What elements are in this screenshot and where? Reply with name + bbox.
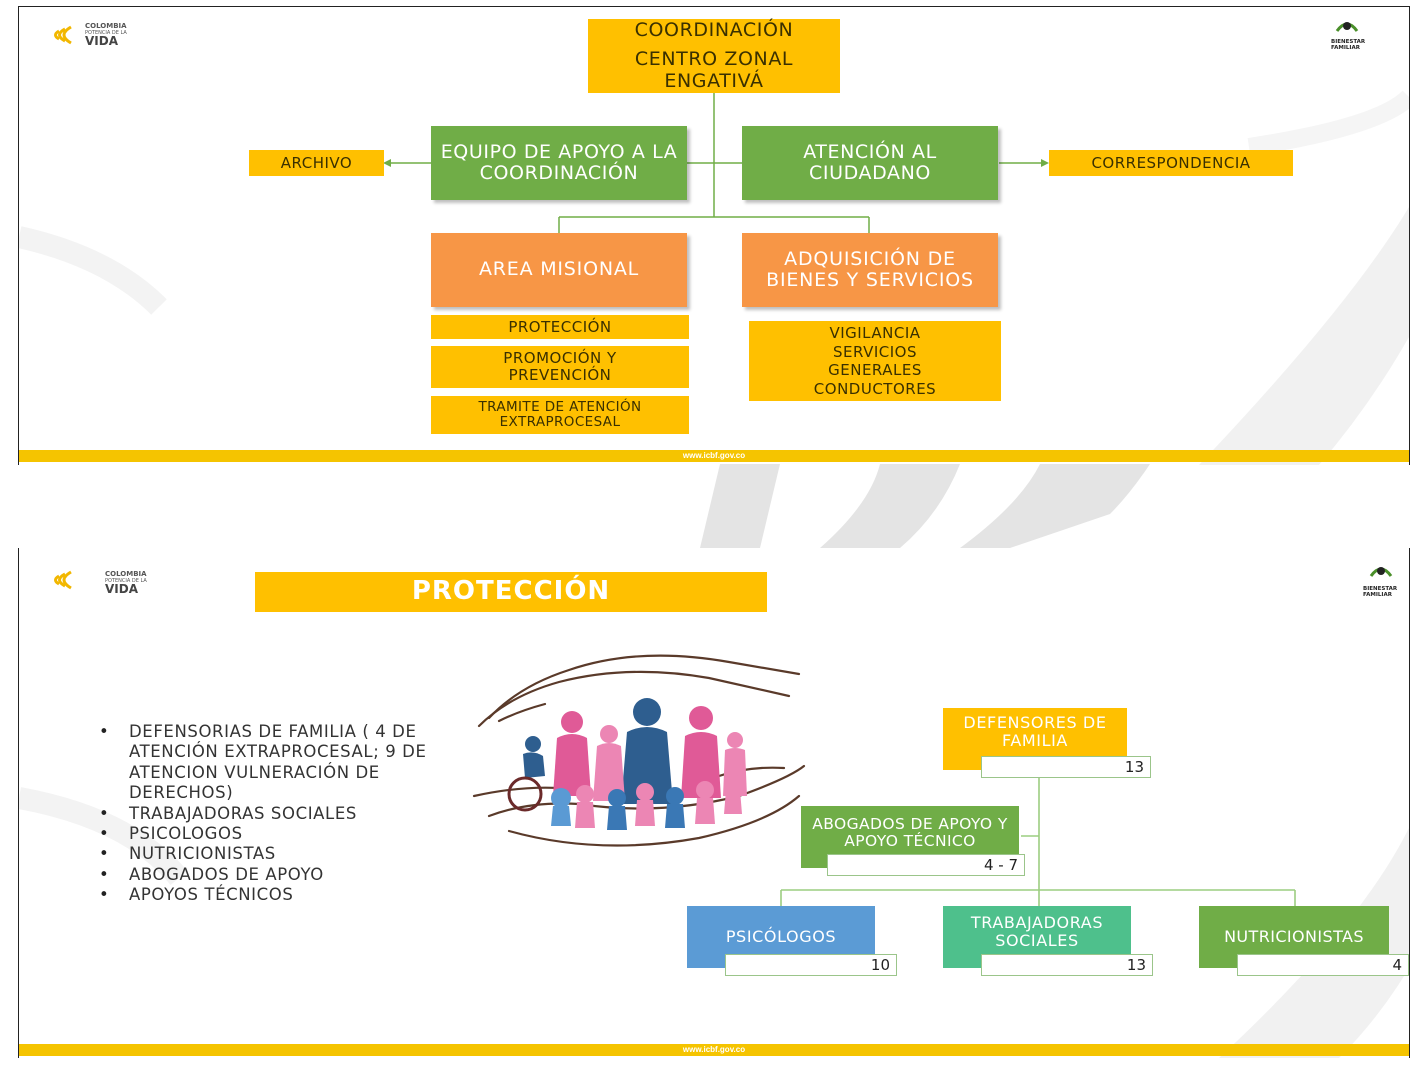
servicios-line-4: CONDUCTORES xyxy=(813,379,937,398)
right-logo-line2: FAMILIAR xyxy=(1363,592,1392,598)
staff-bullet-list: DEFENSORIAS DE FAMILIA ( 4 DE ATENCIÓN E… xyxy=(99,722,439,906)
brand-tagline: POTENCIA DE LA xyxy=(105,578,147,584)
coordinacion-title: COORDINACIÓN xyxy=(634,19,794,42)
correspondencia-box: CORRESPONDENCIA xyxy=(1049,150,1293,176)
area-misional-box: AREA MISIONAL xyxy=(431,233,687,307)
abogados-count: 4 - 7 xyxy=(827,854,1025,876)
colombia-vida-logo-icon xyxy=(54,570,72,590)
trabajadoras-count: 13 xyxy=(981,954,1153,976)
promocion-box: PROMOCIÓN Y PREVENCIÓN xyxy=(431,346,689,388)
defensores-count: 13 xyxy=(981,756,1151,778)
archivo-box: ARCHIVO xyxy=(249,150,384,176)
engativa-title: ENGATIVÁ xyxy=(664,69,764,92)
colombia-vida-logo-icon xyxy=(54,25,72,45)
psicologos-box: PSICÓLOGOS xyxy=(687,906,875,968)
psicologos-count: 10 xyxy=(725,954,897,976)
right-logo-line2: FAMILIAR xyxy=(1331,45,1360,51)
bullet-item: ABOGADOS DE APOYO xyxy=(99,865,439,886)
right-logo-line1: BIENESTAR xyxy=(1331,39,1366,45)
centro-zonal-title: CENTRO ZONAL xyxy=(634,48,794,71)
bullet-item: NUTRICIONISTAS xyxy=(99,844,439,865)
brand-country: COLOMBIA xyxy=(105,570,147,578)
org-connectors xyxy=(383,92,1049,233)
bullet-item: TRABAJADORAS SOCIALES xyxy=(99,804,439,825)
servicios-line-2: SERVICIOS xyxy=(832,342,917,361)
bullet-item: APOYOS TÉCNICOS xyxy=(99,885,439,906)
bienestar-familiar-logo-icon xyxy=(1369,567,1393,577)
right-logo-line1: BIENESTAR xyxy=(1363,586,1398,592)
bullet-item: PSICOLOGOS xyxy=(99,824,439,845)
bullet-item: DEFENSORIAS DE FAMILIA ( 4 DE ATENCIÓN E… xyxy=(99,722,439,804)
atencion-ciudadano-box: ATENCIÓN AL CIUDADANO xyxy=(742,126,998,200)
tramite-box: TRAMITE DE ATENCIÓN EXTRAPROCESAL xyxy=(431,396,689,434)
page-watermark-graphic xyxy=(700,464,1150,548)
brand-country: COLOMBIA xyxy=(85,22,127,30)
coordinacion-box: COORDINACIÓN CENTRO ZONAL ENGATIVÁ xyxy=(588,19,840,93)
nutricionistas-count: 4 xyxy=(1237,954,1409,976)
brand-name: VIDA xyxy=(105,582,138,596)
brand-tagline: POTENCIA DE LA xyxy=(85,30,127,36)
servicios-box: VIGILANCIA SERVICIOS GENERALES CONDUCTOR… xyxy=(749,321,1001,401)
brand-name: VIDA xyxy=(85,34,118,48)
staff-tree-connectors xyxy=(780,776,1296,908)
servicios-line-3: GENERALES xyxy=(828,361,922,379)
bienestar-familiar-logo-icon xyxy=(1335,22,1359,32)
equipo-apoyo-box: EQUIPO DE APOYO A LA COORDINACIÓN xyxy=(431,126,687,200)
org-chart-slide: COLOMBIA POTENCIA DE LA VIDA BIENESTAR F… xyxy=(18,6,1410,465)
family-protection-illustration xyxy=(472,654,806,847)
watermark-arcs-graphic xyxy=(19,90,1409,465)
footer-url[interactable]: www.icbf.gov.co xyxy=(19,450,1409,462)
footer-url[interactable]: www.icbf.gov.co xyxy=(19,1044,1409,1056)
proteccion-slide: COLOMBIA POTENCIA DE LA VIDA BIENESTAR F… xyxy=(18,548,1410,1058)
proteccion-box: PROTECCIÓN xyxy=(431,315,689,339)
servicios-line-1: VIGILANCIA xyxy=(829,324,921,342)
slide-title: PROTECCIÓN xyxy=(255,572,767,612)
adquisicion-box: ADQUISICIÓN DE BIENES Y SERVICIOS xyxy=(742,233,998,307)
